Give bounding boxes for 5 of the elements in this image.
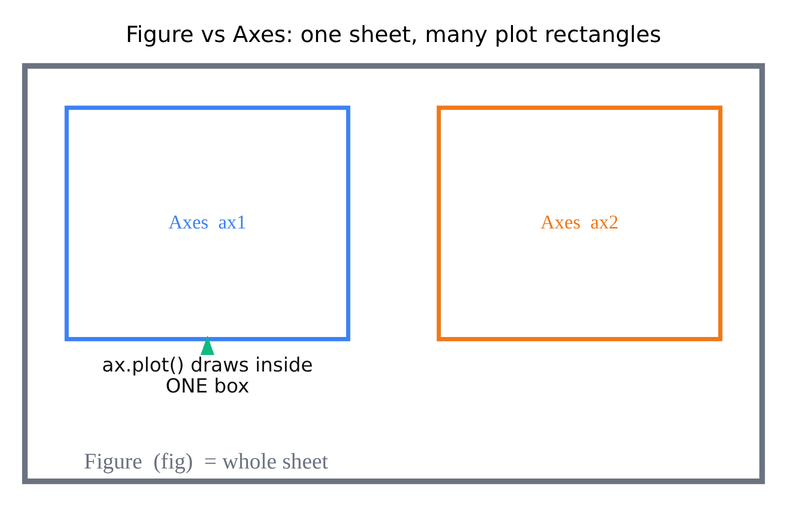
node-box: Axes ax2	[436, 105, 722, 341]
node-text: ax.plot() draws inside ONE box	[102, 352, 313, 397]
diagram-title: Figure vs Axes: one sheet, many plot rectangles	[126, 21, 662, 48]
node-box: Axes ax1	[64, 105, 350, 341]
arrow	[200, 334, 214, 354]
